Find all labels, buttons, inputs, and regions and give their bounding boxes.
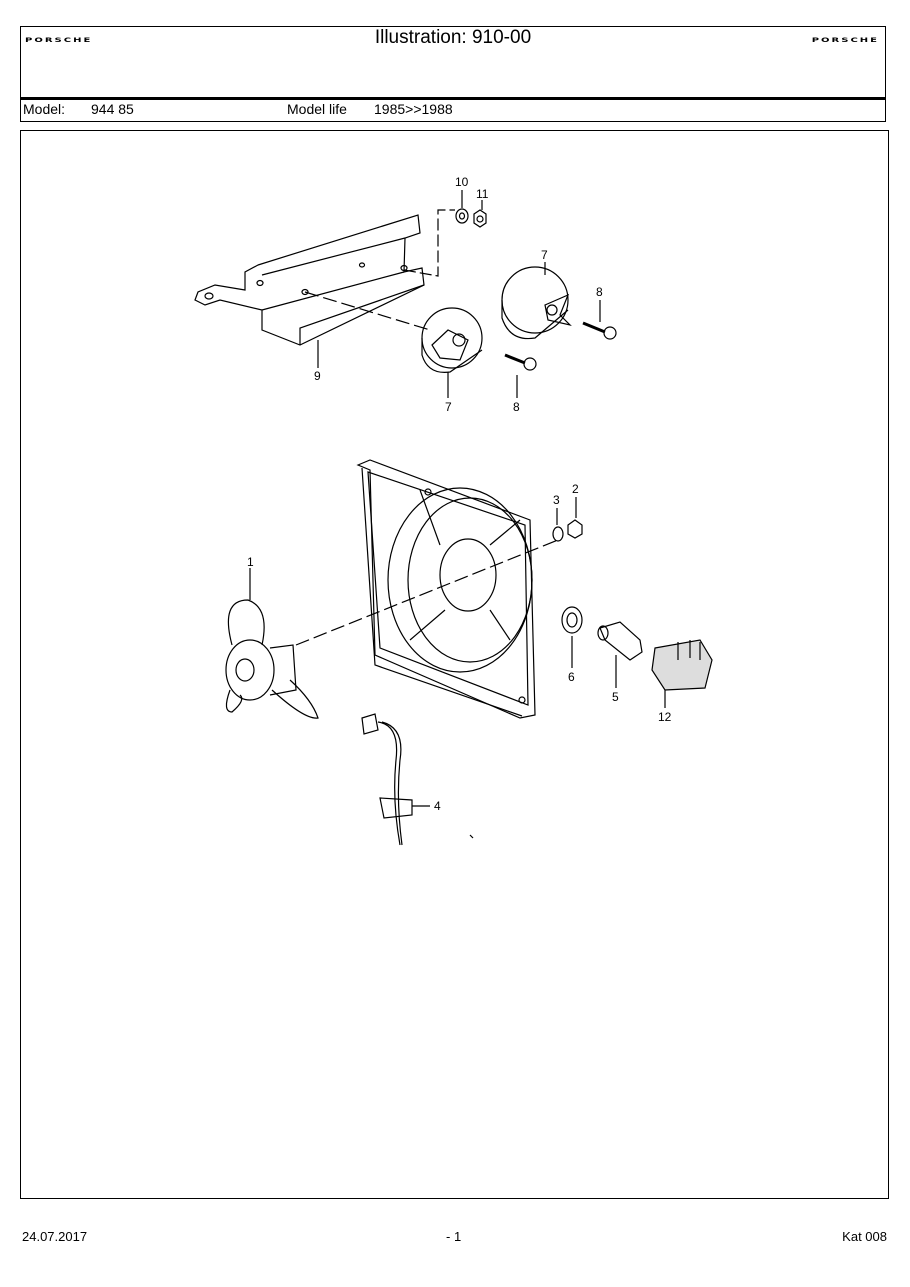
washer-3 (552, 526, 564, 542)
callout-4: 4 (434, 799, 441, 813)
fan-shroud (356, 459, 536, 719)
screw-8-upper (582, 300, 617, 340)
callout-6: 6 (568, 670, 575, 684)
model-bar: Model: 944 85 Model life 1985>>1988 (20, 100, 886, 122)
porsche-logo-left: PORSCHE (25, 37, 93, 44)
model-life-label: Model life (287, 101, 347, 117)
callout-1: 1 (247, 555, 254, 569)
seal-6 (561, 606, 583, 634)
callout-12: 12 (658, 710, 672, 724)
callout-8-lower: 8 (513, 400, 520, 414)
model-label: Model: (23, 101, 66, 117)
nut-11 (473, 209, 487, 228)
header-box: PORSCHE Illustration: 910-00 PORSCHE (20, 26, 886, 100)
footer-catalog: Kat 008 (842, 1229, 887, 1244)
callout-7-rear: 7 (541, 248, 548, 262)
callout-5: 5 (612, 690, 619, 704)
connector-12 (651, 639, 713, 708)
callout-7-front: 7 (445, 400, 452, 414)
callout-2: 2 (572, 482, 579, 496)
rubber-mount-7-rear (501, 262, 572, 340)
callout-8-upper: 8 (596, 285, 603, 299)
bracket-part-9 (194, 214, 425, 368)
rubber-mount-7-front (421, 307, 483, 398)
leader-bolt (403, 209, 455, 277)
callout-10: 10 (455, 175, 469, 189)
callout-3: 3 (553, 493, 560, 507)
fan-motor-1 (225, 568, 319, 719)
screw-8-lower (504, 353, 537, 398)
thermoswitch-5 (597, 621, 643, 688)
washer-10 (455, 208, 469, 224)
leader-9-7 (304, 291, 431, 331)
model-life-value: 1985>>1988 (374, 101, 453, 117)
porsche-logo-right: PORSCHE (811, 37, 879, 44)
footer-date: 24.07.2017 (22, 1229, 88, 1244)
model-value: 944 85 (91, 101, 134, 117)
callout-11: 11 (476, 187, 489, 201)
footer-page-number: - 1 (446, 1229, 462, 1244)
illustration-frame (20, 130, 889, 1199)
callout-9: 9 (314, 369, 321, 383)
nut-2 (567, 519, 583, 539)
wire-harness-4 (361, 713, 474, 846)
page-title: Illustration: 910-00 (374, 27, 532, 48)
leader-1-3 (295, 539, 559, 646)
